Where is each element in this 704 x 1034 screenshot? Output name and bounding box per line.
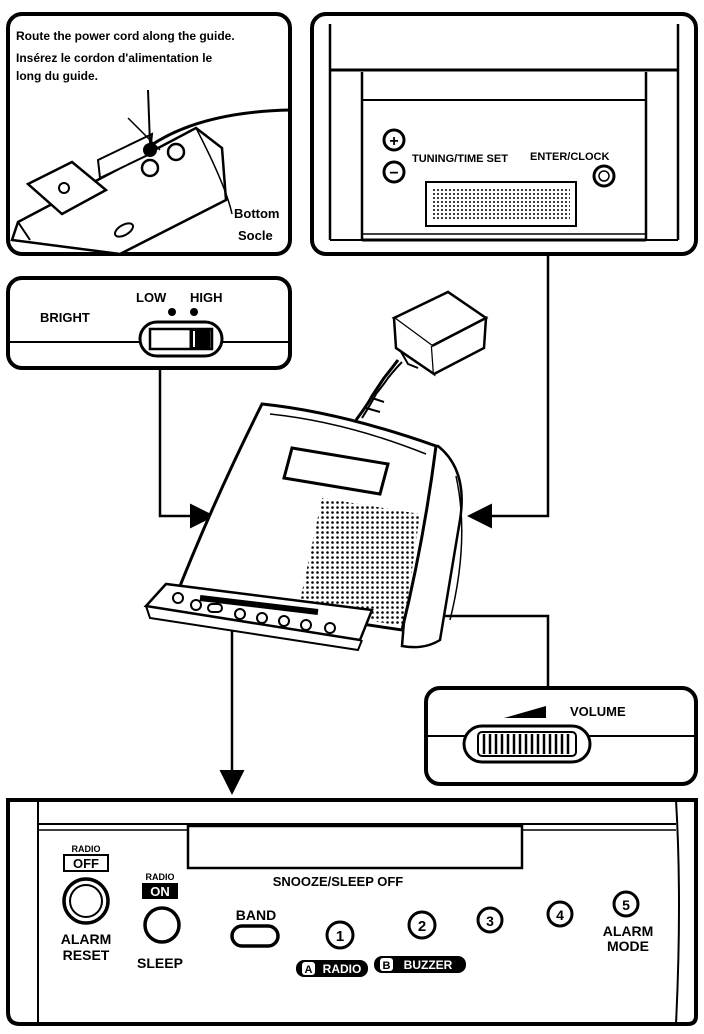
bottom-label-fr: Socle <box>238 228 273 243</box>
sleep-button[interactable] <box>143 906 181 944</box>
bottom-label-en: Bottom <box>234 206 280 221</box>
sleep-label: SLEEP <box>137 955 183 971</box>
minus-icon: − <box>389 165 398 182</box>
volume-label: VOLUME <box>570 704 626 719</box>
high-label: HIGH <box>190 290 223 305</box>
clock-radio-illustration <box>143 290 489 652</box>
high-dot <box>190 308 198 316</box>
alarm-mode-label-1: ALARM <box>603 923 654 939</box>
clock-power-cord <box>354 359 400 421</box>
off-label: OFF <box>73 856 99 871</box>
reset-label: RESET <box>63 947 110 963</box>
front-panel-frame <box>6 798 698 1026</box>
preset-4-label: 4 <box>556 907 564 923</box>
clock-bottom-illustration <box>10 89 291 256</box>
preset-2-label: 2 <box>418 918 426 935</box>
preset-1-button[interactable] <box>325 920 355 950</box>
bottom-pointer-line <box>195 127 233 215</box>
tuning-plus-button[interactable] <box>382 128 406 152</box>
foot-icon <box>140 158 160 178</box>
clock-display-window <box>282 446 390 496</box>
a-radio-label: RADIO <box>323 962 362 976</box>
back-panel-arrow <box>467 254 550 529</box>
bright-panel: BRIGHT LOW HIGH <box>6 276 292 370</box>
on-badge <box>142 883 178 899</box>
back-panel-frame <box>310 12 698 256</box>
b-badge-label: B <box>383 960 391 972</box>
back-speaker-dots <box>432 188 570 220</box>
preset-4-button[interactable] <box>546 900 574 928</box>
enter-clock-label: ENTER/CLOCK <box>530 151 610 163</box>
tuning-minus-button[interactable] <box>382 160 406 184</box>
pointer-line <box>147 89 151 145</box>
tuning-time-set-label: TUNING/TIME SET <box>412 153 508 165</box>
b-buzzer-label: BUZZER <box>404 958 453 972</box>
radio-off-small-label: RADIO <box>72 844 101 854</box>
foot-icon <box>166 142 186 162</box>
cord-guide-panel: Route the power cord along the guide. In… <box>6 12 292 256</box>
ac-adapter-icon <box>391 290 489 377</box>
on-label: ON <box>150 884 170 899</box>
front-speaker-grille <box>298 498 420 626</box>
band-button[interactable] <box>230 924 280 948</box>
plus-icon: + <box>389 133 398 150</box>
off-badge <box>63 854 109 872</box>
preset-5-label: 5 <box>622 897 630 913</box>
cord-guide-text-fr-2: long du guide. <box>16 69 98 83</box>
low-dot <box>168 308 176 316</box>
volume-wheel-ridges <box>482 734 570 754</box>
screw-icon <box>58 182 70 194</box>
cord-guide-text-en: Route the power cord along the guide. <box>16 29 235 43</box>
a-badge-label: A <box>305 964 313 976</box>
preset-1-label: 1 <box>336 928 344 945</box>
alarm-mode-label-2: MODE <box>607 938 649 954</box>
power-cord <box>149 108 291 148</box>
volume-arrow <box>407 603 550 688</box>
alarm-label: ALARM <box>61 931 112 947</box>
cord-clip <box>143 143 157 157</box>
preset-3-button[interactable] <box>476 906 504 934</box>
connector-arrows <box>158 254 550 795</box>
preset-2-button[interactable] <box>407 910 437 940</box>
low-label: LOW <box>136 290 167 305</box>
preset-5-alarm-mode-button[interactable] <box>612 890 640 918</box>
a-radio-badge: A RADIO <box>296 960 368 977</box>
back-panel: + − TUNING/TIME SET ENTER/CLOCK <box>310 12 698 256</box>
volume-ramp-icon <box>504 706 546 718</box>
b-buzzer-badge: B BUZZER <box>374 956 466 973</box>
cord-guide-text-fr-1: Insérez le cordon d'alimentation le <box>16 51 213 65</box>
snooze-sleep-off-label: SNOOZE/SLEEP OFF <box>273 874 404 889</box>
bright-label: BRIGHT <box>40 310 90 325</box>
tray-buttons <box>172 592 336 634</box>
preset-3-label: 3 <box>486 913 494 929</box>
slot-icon <box>113 222 135 238</box>
bright-arrow <box>158 368 215 529</box>
radio-on-small-label: RADIO <box>146 872 175 882</box>
front-control-panel: RADIO OFF ALARM RESET RADIO ON SLEEP SNO… <box>6 798 698 1026</box>
band-label: BAND <box>236 907 276 923</box>
volume-panel: VOLUME <box>424 686 698 786</box>
front-display-window <box>186 824 524 870</box>
